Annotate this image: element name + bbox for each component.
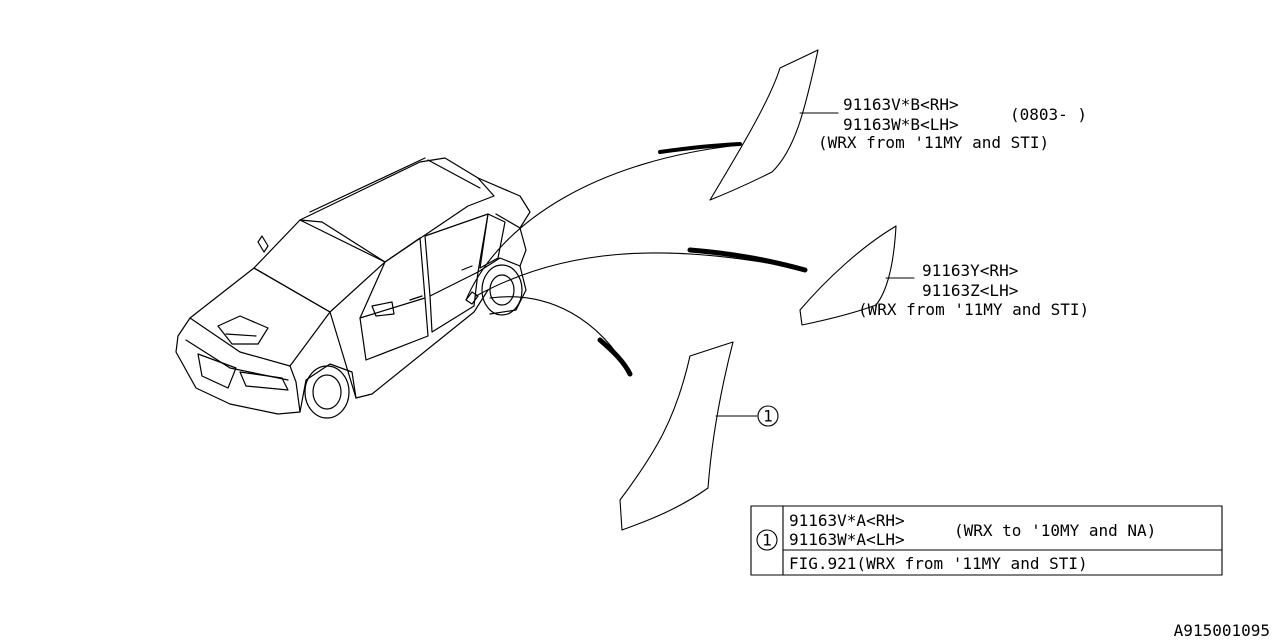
- lower-part-ref-number: 1: [763, 407, 773, 426]
- upper-part-note: (WRX from '11MY and STI): [818, 133, 1049, 152]
- part-lower: 1: [619, 341, 779, 531]
- lower-part-ref-circle: [757, 405, 779, 427]
- middle-part-number-rh: 91163Y<RH>: [922, 261, 1018, 280]
- upper-part-date-range: (0803- ): [1010, 105, 1087, 124]
- part-middle: [799, 225, 915, 326]
- car-illustration: [175, 157, 531, 419]
- middle-part-note: (WRX from '11MY and STI): [858, 300, 1089, 319]
- legend-note: (WRX to '10MY and NA): [954, 521, 1156, 540]
- upper-part-number-rh: 91163V*B<RH>: [843, 95, 959, 114]
- upper-part-callout: 91163V*B<RH> (0803- ) 91163W*B<LH> (WRX …: [818, 95, 1087, 152]
- part-upper: [709, 49, 839, 201]
- legend-ref-circle: [756, 529, 778, 551]
- upper-part-number-lh: 91163W*B<LH>: [843, 115, 959, 134]
- legend-number-lh: 91163W*A<LH>: [789, 530, 905, 549]
- legend-number-rh: 91163V*A<RH>: [789, 511, 905, 530]
- legend-ref-number: 1: [762, 531, 772, 550]
- diagram-id: A915001095: [1174, 621, 1270, 640]
- legend-table: 1 91163V*A<RH> 91163W*A<LH> (WRX to '10M…: [750, 505, 1223, 576]
- middle-part-number-lh: 91163Z<LH>: [922, 281, 1018, 300]
- middle-part-callout: 91163Y<RH> 91163Z<LH> (WRX from '11MY an…: [858, 261, 1089, 319]
- legend-fig-row: FIG.921(WRX from '11MY and STI): [789, 554, 1088, 573]
- leader-lines: [465, 142, 808, 377]
